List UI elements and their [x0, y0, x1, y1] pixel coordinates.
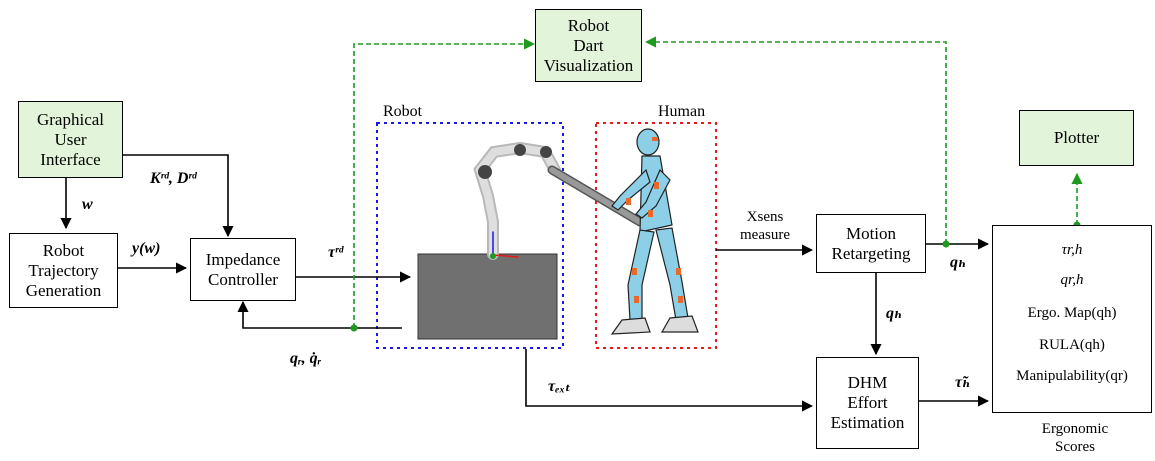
signal-y-w: y(w)	[132, 240, 161, 257]
dhm-effort-estimation-block: DHM Effort Estimation	[816, 357, 919, 449]
robot-region-label: Robot	[383, 103, 423, 120]
ergonomic-scores-caption: Ergonomic Scores	[1041, 421, 1109, 455]
impedance-controller-block: Impedance Controller	[190, 238, 296, 301]
score-item: RULA(qh)	[1039, 337, 1105, 353]
signal-tau-h: τ̃ₕ	[955, 374, 971, 391]
signal-wires	[60, 154, 990, 412]
gui-block: Graphical User Interface	[18, 101, 123, 178]
signal-w: w	[82, 196, 93, 213]
motion-retargeting-block: Motion Retargeting	[816, 214, 926, 273]
human-region	[595, 122, 717, 349]
visualization-feedback	[353, 36, 1083, 328]
junction-dot	[942, 240, 950, 248]
human-figure	[610, 128, 699, 335]
ergonomic-scores-block	[992, 225, 1152, 413]
signal-xsens: Xsens measure	[740, 209, 790, 243]
robot-arm-illustration	[473, 141, 561, 260]
plotter-block: Plotter	[1019, 110, 1134, 166]
human-sensor-markers	[626, 137, 683, 303]
junction-dot	[350, 324, 358, 332]
signal-q-r: qᵣ, q̇ᵣ	[290, 350, 322, 367]
score-item: Ergo. Map(qh)	[1027, 305, 1117, 321]
signal-q-h-down: qₕ	[886, 305, 903, 322]
signal-tau-ext: τₑₓₜ	[548, 378, 571, 395]
robot-region	[376, 122, 564, 349]
robot-dart-visualization-block: Robot Dart Visualization	[535, 9, 642, 82]
trajectory-generation-block: Robot Trajectory Generation	[9, 233, 118, 308]
score-item: Manipulability(qr)	[1016, 368, 1128, 384]
signal-tau-rd: τʳᵈ	[328, 244, 344, 261]
signal-q-h-right: qₕ	[950, 254, 967, 271]
score-item: τr,h	[1061, 242, 1083, 258]
human-region-label: Human	[658, 103, 706, 120]
score-item: qr,h	[1060, 272, 1084, 288]
robot-base	[417, 253, 558, 340]
signal-gains: Kʳᵈ, Dʳᵈ	[150, 170, 197, 187]
